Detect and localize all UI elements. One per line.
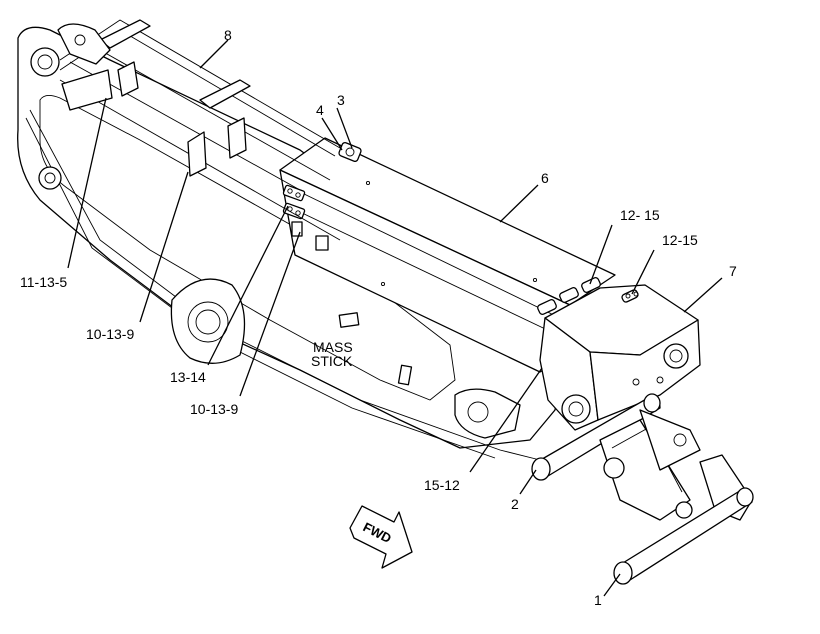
callout-3: 3 bbox=[337, 92, 345, 108]
bucket-end-block bbox=[537, 277, 701, 431]
callout-10-13-9-lower: 10-13-9 bbox=[190, 401, 238, 417]
stick-label-line2: STICK bbox=[311, 353, 353, 369]
callout-1: 1 bbox=[594, 592, 602, 608]
stick-label-line1: MASS bbox=[313, 339, 353, 355]
stick-top-box bbox=[279, 137, 616, 373]
callout-10-13-9-upper: 10-13-9 bbox=[86, 326, 134, 342]
callout-15-12: 15-12 bbox=[424, 477, 460, 493]
callout-2: 2 bbox=[511, 496, 519, 512]
links-and-pins bbox=[531, 393, 754, 585]
callout-8: 8 bbox=[224, 27, 232, 43]
leader-lines bbox=[67, 39, 723, 597]
callout-13-14: 13-14 bbox=[170, 369, 206, 385]
callout-11-13-5: 11-13-5 bbox=[20, 274, 67, 290]
callout-7: 7 bbox=[729, 263, 737, 279]
callout-12-15-right: 12-15 bbox=[662, 232, 698, 248]
callout-4: 4 bbox=[316, 102, 324, 118]
fwd-arrow: FWD bbox=[349, 505, 413, 569]
callouts: 8 3 4 6 12- 15 12-15 7 11-13-5 10-13-9 1… bbox=[20, 27, 737, 608]
upper-rail-frame bbox=[57, 19, 341, 241]
callout-12-15-left: 12- 15 bbox=[620, 207, 660, 223]
stick-body bbox=[17, 26, 561, 461]
callout-6: 6 bbox=[541, 170, 549, 186]
